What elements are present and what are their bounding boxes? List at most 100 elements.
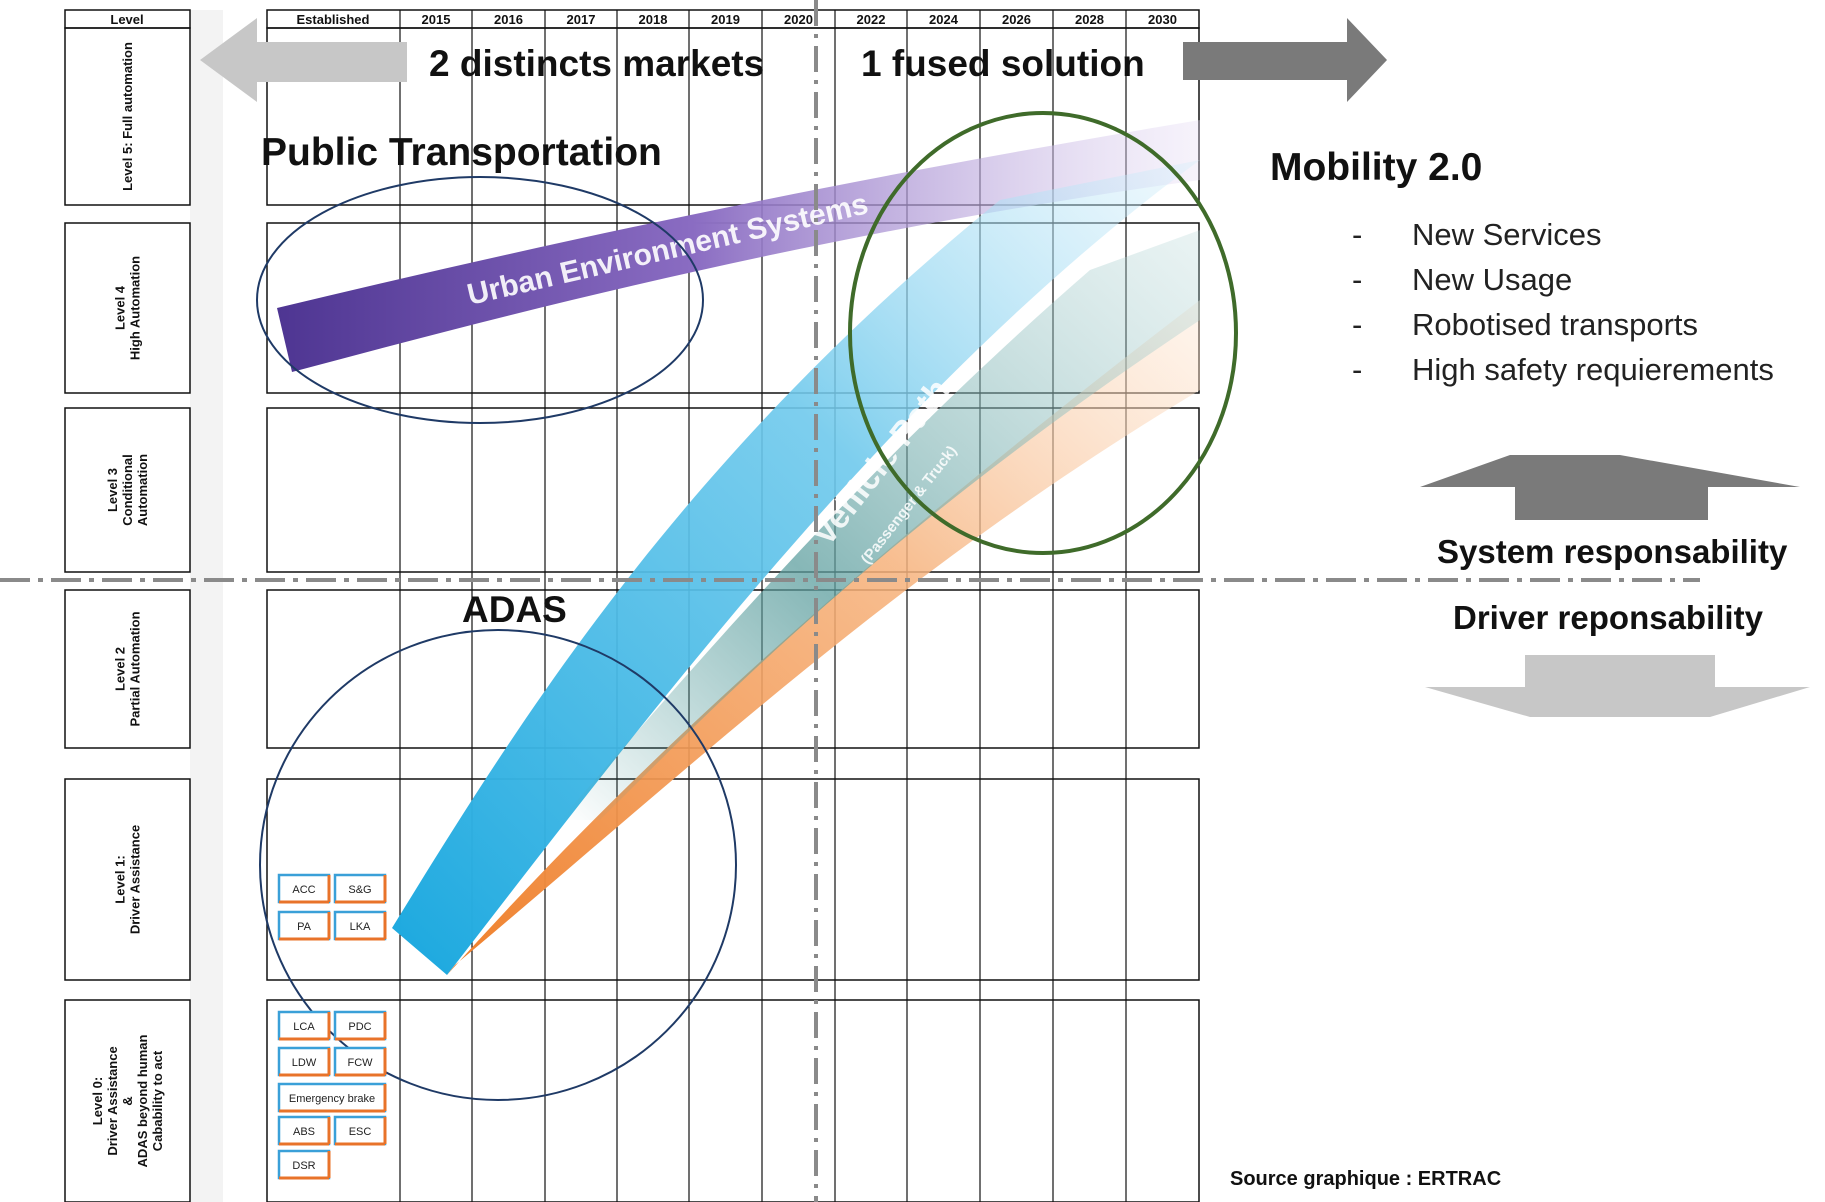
source-text: Source graphique : ERTRAC [1230, 1168, 1501, 1190]
level-label-line: Conditional [120, 454, 135, 526]
level-label-line: ADAS beyond human [135, 1034, 150, 1167]
feature-label: FCW [347, 1057, 373, 1069]
vehicle-path-orange-band [447, 300, 1200, 975]
bullet-item: Robotised transports [1412, 307, 1698, 342]
feature-box: LKA [333, 910, 387, 941]
bullet-item: New Services [1412, 217, 1602, 252]
level-cell [64, 999, 191, 1202]
timeline-row [266, 27, 1200, 206]
feature-label: ABS [293, 1126, 315, 1138]
feature-box: LCA [277, 1010, 331, 1041]
year-header: 2024 [929, 12, 959, 27]
feature-box: LDW [277, 1046, 331, 1077]
feature-label: LDW [292, 1057, 317, 1069]
two-markets-text: 2 distincts markets [429, 43, 764, 84]
public-transportation-title: Public Transportation [261, 131, 662, 174]
level-label-line: Driver Assistance [128, 825, 143, 934]
feature-box: ESC [333, 1115, 387, 1146]
bullet-item: High safety requierements [1412, 352, 1774, 387]
system-responsibility-text: System responsability [1437, 533, 1788, 570]
feature-box: Emergency brake [277, 1082, 387, 1113]
feature-box: S&G [333, 873, 387, 904]
feature-box: ACC [277, 873, 331, 904]
timeline-row [266, 999, 1200, 1202]
technology-bands [277, 120, 1200, 975]
up-arrow [1420, 455, 1800, 520]
urban-band-label: Urban Environment Systems [464, 187, 871, 311]
year-header: 2030 [1148, 12, 1177, 27]
level-label: Level 1:Driver Assistance [113, 825, 143, 934]
level-label-line: Level 3 [105, 468, 120, 512]
feature-box: ABS [277, 1115, 331, 1146]
gutter [190, 10, 223, 1202]
year-header: 2015 [422, 12, 451, 27]
year-header: 2022 [857, 12, 886, 27]
bullet-dash: - [1352, 217, 1362, 252]
mobility-title: Mobility 2.0 [1270, 146, 1482, 189]
level-label-line: Automation [135, 454, 150, 526]
level-label-line: & [120, 1096, 135, 1105]
year-header: 2028 [1075, 12, 1104, 27]
feature-label: LKA [350, 921, 371, 933]
feature-boxes: ACC S&G PA LKA LCA PDC LDW FCW Emergency brakeAB… [277, 873, 387, 1180]
vehicle-path-overlap [560, 230, 1200, 820]
level-label-line: Driver Assistance [105, 1046, 120, 1155]
feature-box: DSR [277, 1149, 331, 1180]
down-arrow [1425, 655, 1810, 717]
year-header: 2019 [711, 12, 740, 27]
bullet-dash: - [1352, 307, 1362, 342]
fused-solution-ellipse [848, 111, 1238, 555]
feature-label: LCA [293, 1021, 315, 1033]
level-label-line: Level 5: Full automation [120, 42, 135, 191]
bullet-item: New Usage [1412, 262, 1572, 297]
vehicle-path-blue-band [392, 160, 1200, 975]
level-cell [64, 27, 191, 206]
left-arrow [200, 18, 407, 102]
level-label: Level 5: Full automation [120, 42, 135, 191]
level-cell [64, 778, 191, 981]
bullet-dash: - [1352, 352, 1362, 387]
level-cell [64, 222, 191, 394]
adas-title: ADAS [462, 589, 567, 630]
feature-box: PDC [333, 1010, 387, 1041]
feature-label: S&G [348, 884, 371, 896]
feature-box: PA [277, 910, 331, 941]
level-label-line: Partial Automation [128, 611, 143, 726]
level-label-line: Level 2 [113, 647, 128, 691]
level-label-line: Cabability to act [150, 1050, 165, 1151]
established-column-header: Established [297, 12, 370, 27]
level-column-header: Level [110, 12, 143, 27]
adas-ellipse [259, 629, 737, 1101]
level-cell [64, 589, 191, 749]
year-header: 2016 [494, 12, 523, 27]
urban-environment-band [277, 120, 1200, 372]
feature-label: ESC [349, 1126, 372, 1138]
level-label-line: High Automation [128, 256, 143, 360]
level-label: Level 0:Driver Assistance&ADAS beyond hu… [90, 1034, 165, 1167]
year-header: 2020 [784, 12, 813, 27]
feature-label: ACC [292, 884, 315, 896]
mobility-bullet-list: - New Services - New Usage - Robotised transp… [1352, 217, 1774, 387]
public-transportation-ellipse [256, 176, 704, 424]
feature-label: PDC [348, 1021, 371, 1033]
right-arrow [1183, 18, 1387, 102]
one-solution-text: 1 fused solution [861, 43, 1145, 84]
level-cell [64, 407, 191, 573]
bullet-dash: - [1352, 262, 1362, 297]
level-label-line: Level 0: [90, 1077, 105, 1125]
feature-box: FCW [333, 1046, 387, 1077]
year-header: 2026 [1002, 12, 1031, 27]
feature-label: PA [297, 921, 312, 933]
level-label-line: Level 4 [113, 285, 128, 330]
driver-responsibility-text: Driver reponsability [1453, 599, 1764, 636]
feature-label: Emergency brake [289, 1093, 375, 1105]
year-header: 2018 [639, 12, 668, 27]
level-label-line: Level 1: [113, 855, 128, 903]
timeline-row [266, 778, 1200, 981]
